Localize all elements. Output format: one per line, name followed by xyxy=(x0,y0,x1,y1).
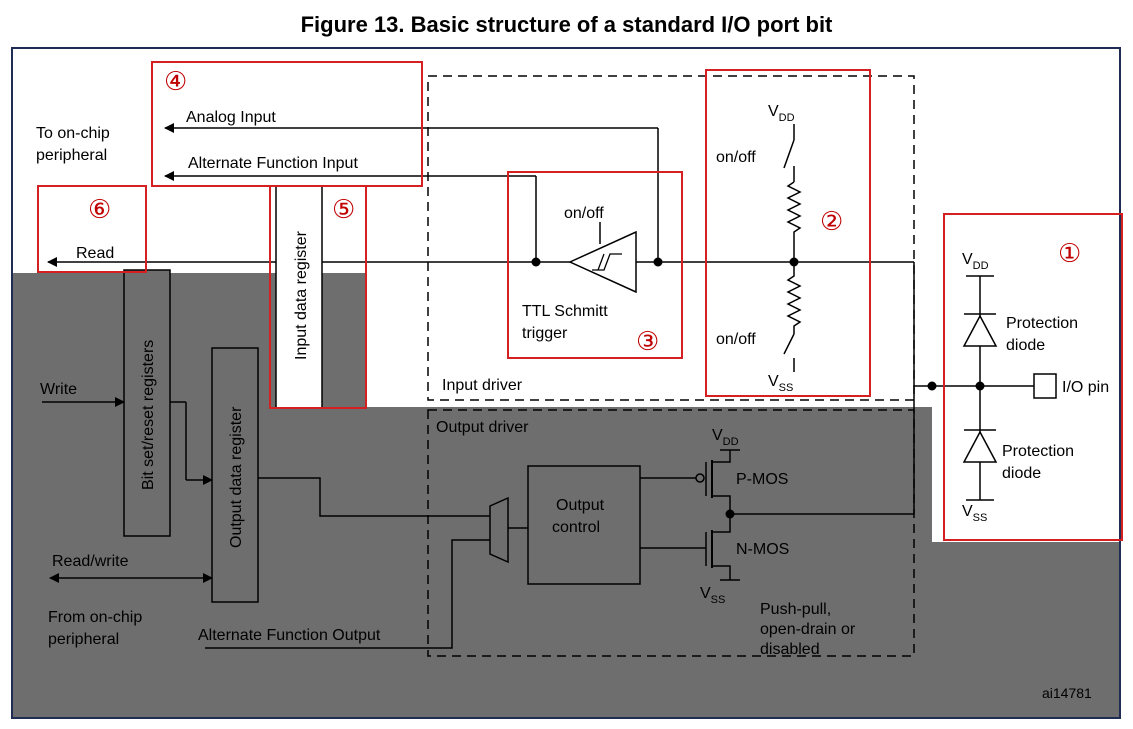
ttl-schmitt-label-1: TTL Schmitt xyxy=(522,303,608,320)
pull-resistors xyxy=(783,124,802,372)
alt-func-output-label: Alternate Function Output xyxy=(198,627,381,644)
marker-4: ④ xyxy=(164,66,187,96)
marker-3: ③ xyxy=(636,326,659,356)
vdd-pullup-label: VDD xyxy=(768,103,795,124)
protection-diode-top-1: Protection xyxy=(1006,315,1078,332)
schmitt-trigger-symbol xyxy=(568,222,637,294)
figure-title: Figure 13. Basic structure of a standard… xyxy=(300,12,833,37)
output-control-box xyxy=(527,465,641,585)
input-data-register-box xyxy=(275,185,323,409)
io-pin-box xyxy=(1033,373,1057,399)
analog-input-label: Analog Input xyxy=(186,109,276,126)
alt-func-input-label: Alternate Function Input xyxy=(188,155,358,172)
output-data-register-label: Output data register xyxy=(228,406,245,548)
mos-transistors xyxy=(640,449,740,581)
protection-diodes xyxy=(962,275,998,501)
to-on-chip-label-2: peripheral xyxy=(36,147,107,164)
push-pull-label-3: disabled xyxy=(760,641,820,658)
outer-frame xyxy=(11,47,1121,719)
to-on-chip-label-1: To on-chip xyxy=(36,125,110,142)
protection-diode-bottom-1: Protection xyxy=(1002,443,1074,460)
highlight-box-3 xyxy=(507,171,683,359)
n-mos-label: N-MOS xyxy=(736,541,789,558)
vss-pulldown-label: VSS xyxy=(768,373,793,394)
input-data-register-label: Input data register xyxy=(293,230,310,360)
protection-diode-top-2: diode xyxy=(1006,337,1045,354)
protection-diode-bottom-2: diode xyxy=(1002,465,1041,482)
marker-2: ② xyxy=(820,206,843,236)
ttl-schmitt-label-2: trigger xyxy=(522,325,568,342)
highlight-box-1 xyxy=(943,213,1123,541)
vdd-diode-label: VDD xyxy=(962,251,989,272)
input-driver-box xyxy=(427,75,915,401)
vdd-output-label: VDD xyxy=(712,427,739,448)
vss-output-label: VSS xyxy=(700,585,725,606)
output-data-register-box xyxy=(211,347,259,603)
io-pin-label: I/O pin xyxy=(1062,379,1109,396)
pullup-on-off-label: on/off xyxy=(716,149,756,166)
bit-set-reset-box xyxy=(123,269,171,537)
schmitt-on-off-label: on/off xyxy=(564,205,604,222)
pulldown-on-off-label: on/off xyxy=(716,331,756,348)
highlight-box-5 xyxy=(269,185,367,409)
write-label: Write xyxy=(40,381,77,398)
multiplexer xyxy=(489,496,509,564)
marker-5: ⑤ xyxy=(332,194,355,224)
from-on-chip-label-1: From on-chip xyxy=(48,609,142,626)
push-pull-label-2: open-drain or xyxy=(760,621,856,638)
marker-6: ⑥ xyxy=(88,194,111,224)
bit-set-reset-label: Bit set/reset registers xyxy=(140,340,157,490)
input-driver-label: Input driver xyxy=(442,377,523,394)
vss-diode-label: VSS xyxy=(962,503,987,524)
output-driver-box xyxy=(427,409,915,657)
output-control-label-2: control xyxy=(552,519,600,536)
read-label: Read xyxy=(76,245,114,262)
from-on-chip-label-2: peripheral xyxy=(48,631,119,648)
highlight-boxes xyxy=(37,61,1123,541)
read-write-label: Read/write xyxy=(52,553,129,570)
marker-1: ① xyxy=(1058,238,1081,268)
figure-id-label: ai14781 xyxy=(1042,685,1092,701)
output-control-label-1: Output xyxy=(556,497,605,514)
highlight-box-2 xyxy=(705,69,871,397)
p-mos-label: P-MOS xyxy=(736,471,788,488)
output-driver-label: Output driver xyxy=(436,419,529,436)
highlight-box-6 xyxy=(37,185,147,273)
push-pull-label-1: Push-pull, xyxy=(760,601,831,618)
